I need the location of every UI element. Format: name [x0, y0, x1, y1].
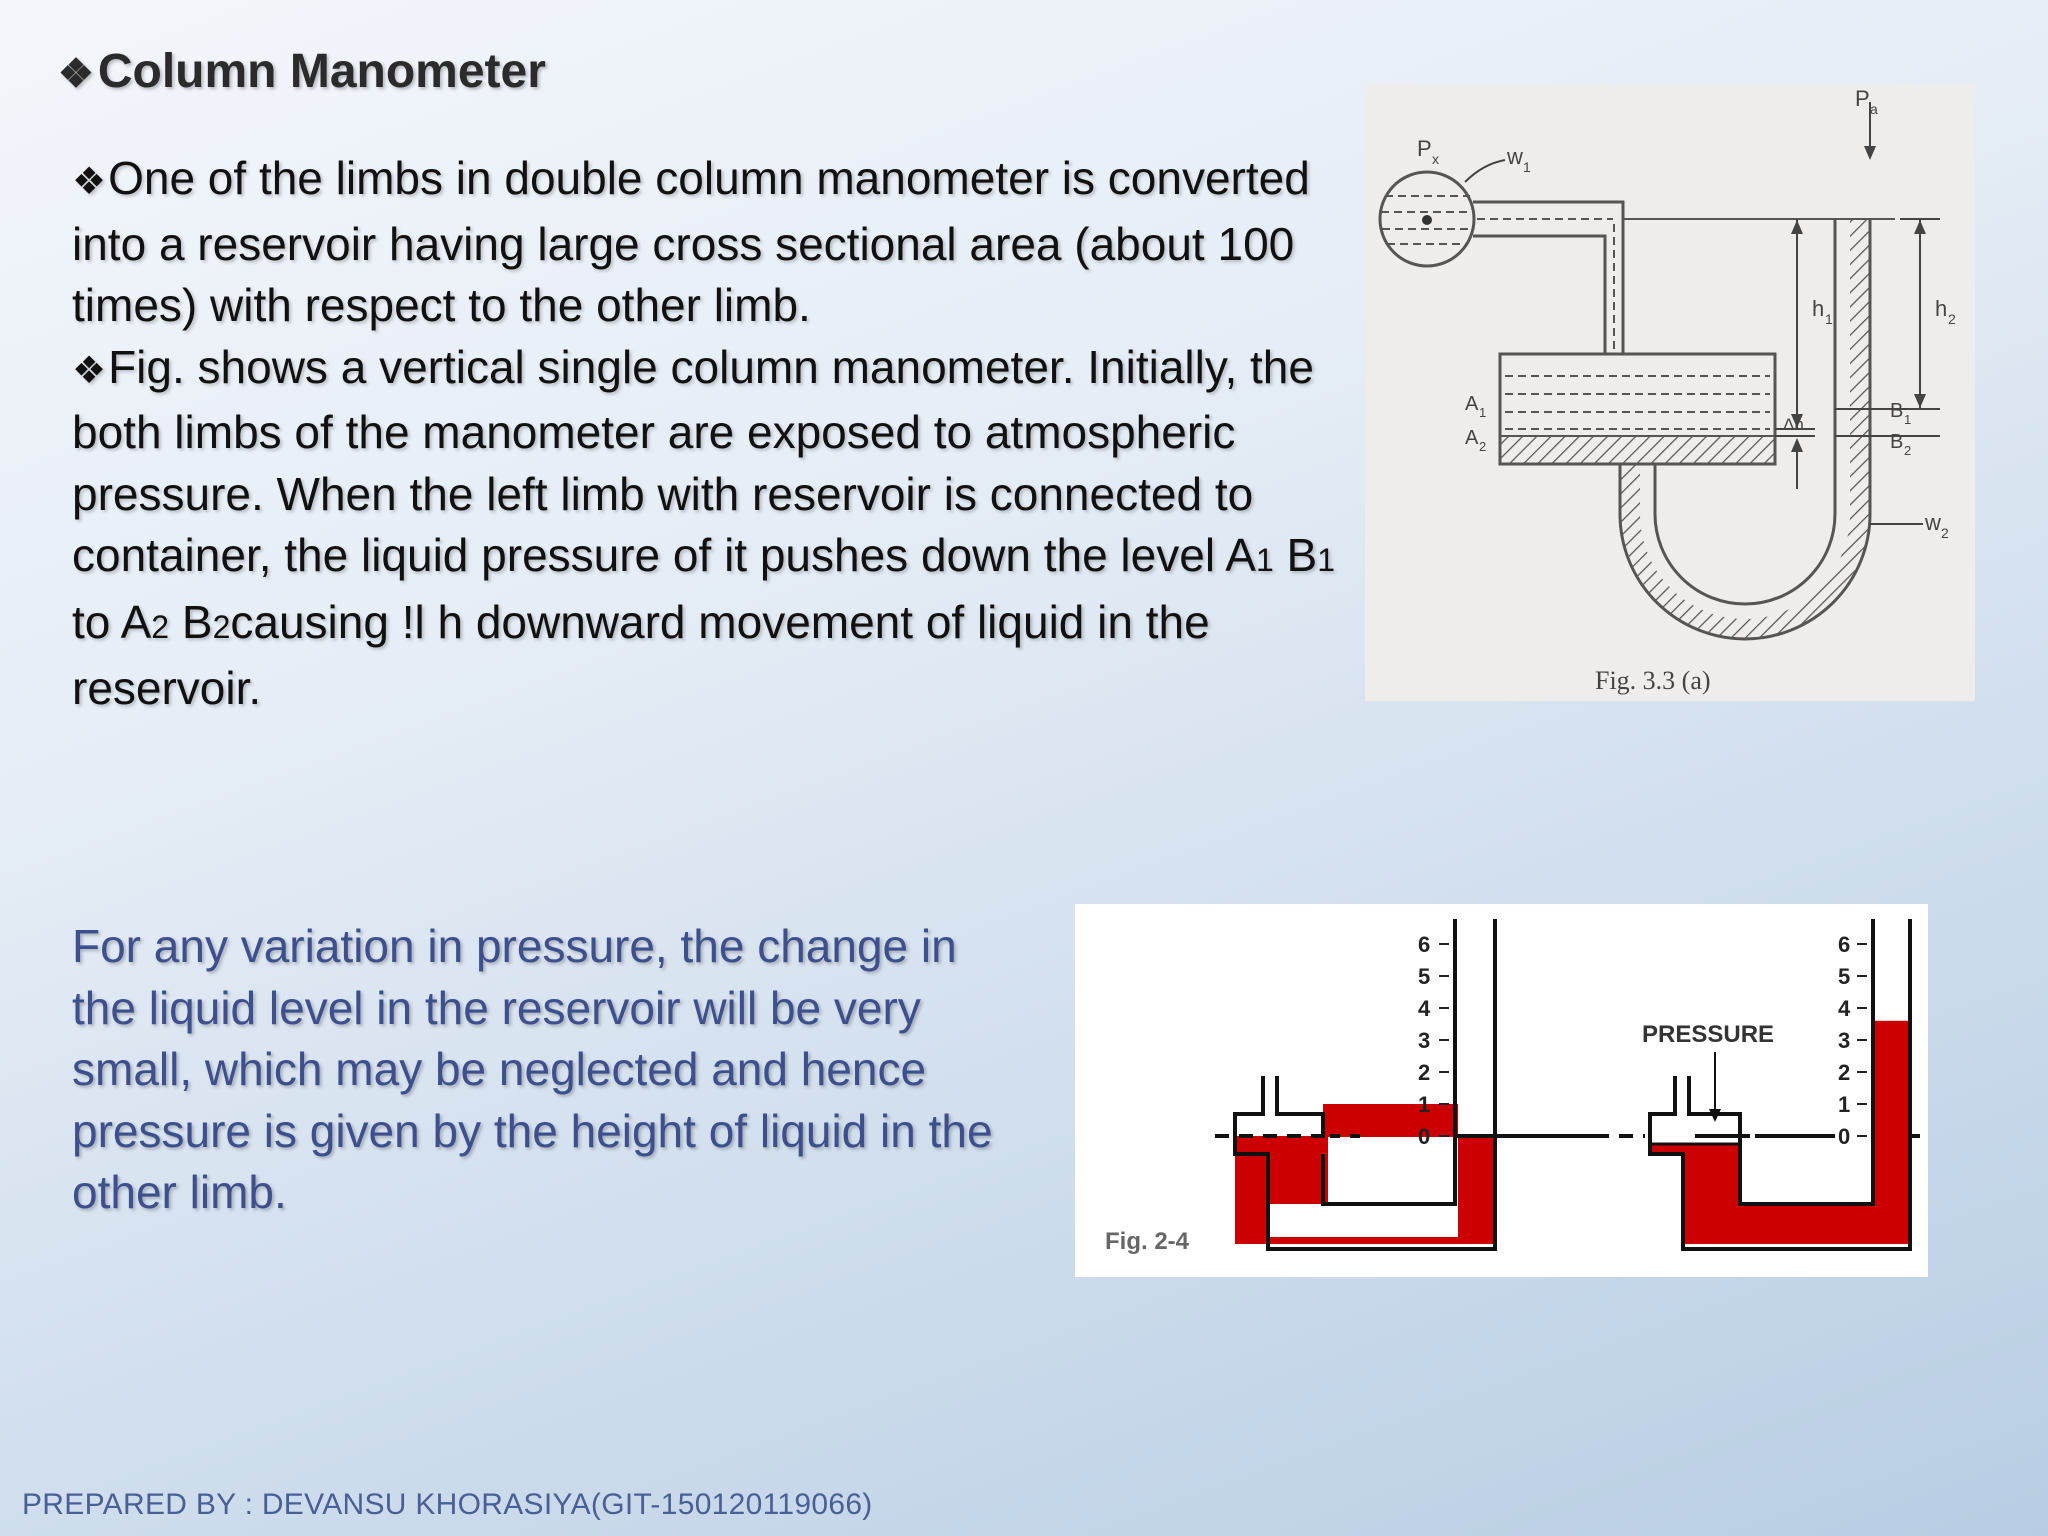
- pipe: [1473, 234, 1607, 354]
- scale-tick-label: 2: [1418, 1060, 1430, 1085]
- scale-tick-label: 4: [1838, 996, 1851, 1021]
- scale-tick-label: 6: [1418, 932, 1430, 957]
- figure-caption: Fig. 2-4: [1105, 1228, 1190, 1255]
- paragraph-1-text: One of the limbs in double column manome…: [72, 152, 1310, 331]
- u-tube-inner: [1653, 219, 1837, 606]
- label-w1-sub: 1: [1523, 159, 1531, 175]
- label-a1: A: [1465, 393, 1479, 415]
- label-w1: w: [1506, 144, 1523, 169]
- pipe: [1473, 200, 1625, 354]
- label-dh: Δh: [1783, 415, 1804, 434]
- scale-right: 6 5 4 3 2 1 0: [1838, 932, 1867, 1149]
- bullet-icon: ❖: [72, 349, 107, 392]
- manometer-comparison-diagram: 6 5 4 3 2 1 0 PRESSURE 6 5 4 3 2 1 0 Fig. 2-4: [1105, 919, 1928, 1255]
- label-pa-sub: a: [1870, 101, 1878, 117]
- figure-2-4: 6 5 4 3 2 1 0 PRESSURE 6 5 4 3 2 1 0 Fig. 2-4: [1075, 904, 1928, 1277]
- scale-tick-label: 0: [1418, 1124, 1430, 1149]
- pipe-liquid-lines: [1477, 218, 1615, 354]
- label-px-sub: x: [1432, 151, 1439, 167]
- paragraph-2-text: to A: [72, 595, 152, 648]
- right-column-liquid: [1875, 1020, 1908, 1244]
- scale-tick-label: 6: [1838, 932, 1850, 957]
- pressure-vessel: [1378, 170, 1476, 268]
- pressure-label: PRESSURE: [1642, 1021, 1774, 1048]
- label-pa: P: [1855, 86, 1870, 111]
- scale-tick-label: 3: [1418, 1028, 1430, 1053]
- label-w2-sub: 2: [1941, 525, 1949, 541]
- paragraph-1: ❖One of the limbs in double column manom…: [72, 148, 1362, 337]
- main-text: ❖One of the limbs in double column manom…: [72, 148, 1362, 720]
- paragraph-2-text: causing !l h downward movement of liquid…: [72, 595, 1210, 715]
- label-h1-sub: 1: [1825, 311, 1833, 327]
- subscript: 1: [1317, 542, 1336, 578]
- label-b1-sub: 1: [1904, 412, 1911, 427]
- title-bullet-icon: ❖: [58, 52, 94, 96]
- label-h2-sub: 2: [1948, 311, 1956, 327]
- subscript: 2: [151, 608, 170, 645]
- label-b1: B: [1890, 400, 1903, 422]
- vessel-point: [1422, 215, 1432, 225]
- vessel-liquid-lines: [1381, 195, 1473, 245]
- paragraph-2-text: B: [169, 595, 213, 648]
- label-b2-sub: 2: [1904, 443, 1911, 458]
- label-px: P: [1417, 136, 1432, 161]
- scale-tick-label: 5: [1418, 964, 1430, 989]
- scale-tick-label: 0: [1838, 1124, 1850, 1149]
- label-a2: A: [1465, 427, 1479, 449]
- paragraph-2: ❖Fig. shows a vertical single column man…: [72, 337, 1362, 720]
- slide-title: ❖Column Manometer: [58, 44, 546, 99]
- bullet-icon: ❖: [72, 161, 107, 203]
- scale-tick-label: 1: [1838, 1092, 1850, 1117]
- manometer-before: [1215, 919, 1595, 1251]
- scale-left: 6 5 4 3 2 1 0: [1418, 932, 1449, 1149]
- figure-3-3a: P a P x w 1 h 1 h 2 A 1 A 2 Δh: [1365, 84, 1975, 701]
- manometer-after: PRESSURE: [1595, 919, 1928, 1251]
- footer-credit: PREPARED BY : DEVANSU KHORASIYA(GIT-1501…: [22, 1488, 873, 1521]
- paragraph-2-text: B: [1273, 529, 1318, 581]
- scale-tick-label: 2: [1838, 1060, 1850, 1085]
- summary-text: For any variation in pressure, the chang…: [72, 920, 993, 1218]
- scale-tick-label: 3: [1838, 1028, 1850, 1053]
- scale-tick-label: 5: [1838, 964, 1850, 989]
- scale-tick-label: 4: [1418, 996, 1431, 1021]
- subscript: 2: [212, 608, 231, 645]
- paragraph-2-text: Fig. shows a vertical single column mano…: [72, 340, 1314, 582]
- label-a1-sub: 1: [1479, 405, 1486, 420]
- scale-tick-label: 1: [1418, 1092, 1430, 1117]
- slide-title-text: Column Manometer: [97, 45, 546, 98]
- label-w2: w: [1924, 510, 1941, 535]
- subscript: 1: [1255, 542, 1274, 578]
- label-b2: B: [1890, 431, 1903, 453]
- label-a2-sub: 2: [1479, 439, 1486, 454]
- reservoir-fluid: [1499, 435, 1776, 465]
- reservoir-liquid-lines: [1505, 375, 1770, 430]
- figure-caption: Fig. 3.3 (a): [1595, 666, 1711, 695]
- label-h2: h: [1935, 296, 1947, 321]
- label-h1: h: [1812, 296, 1824, 321]
- manometer-diagram: P a P x w 1 h 1 h 2 A 1 A 2 Δh: [1378, 86, 1956, 695]
